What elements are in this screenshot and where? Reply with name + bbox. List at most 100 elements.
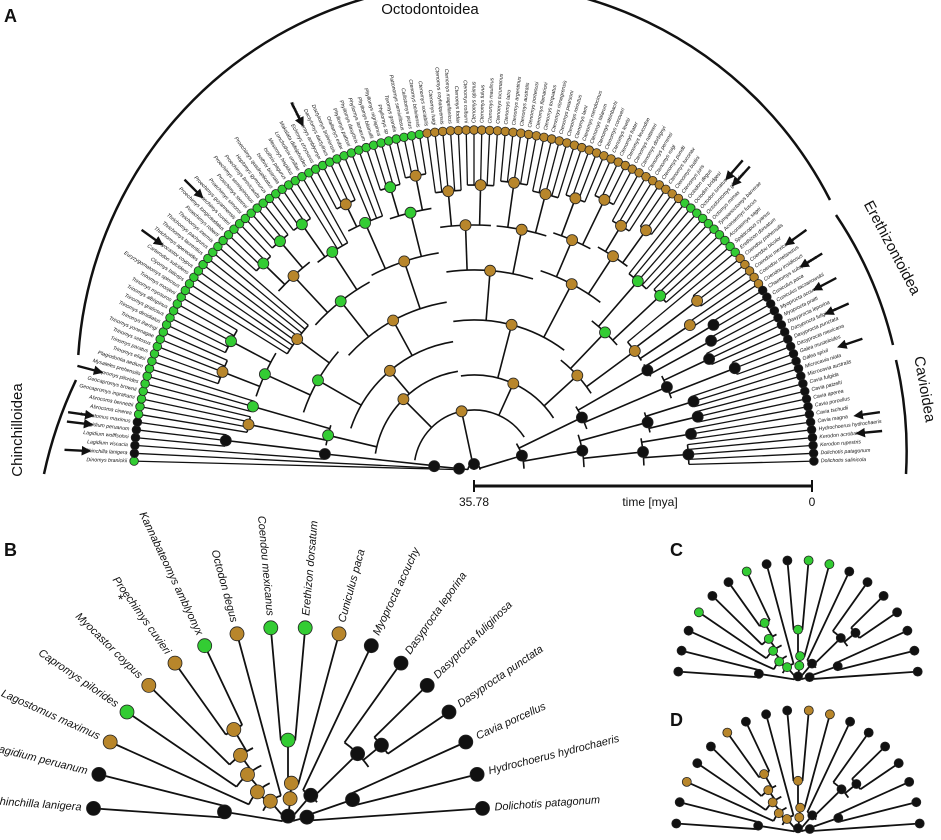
tree-b-tip-label: Proechimys cuvieri — [110, 575, 174, 658]
tree-c-tip-branch — [803, 563, 831, 658]
tree-a-tip-branch — [144, 383, 252, 413]
tree-a-tip-branch — [136, 429, 226, 442]
tree-a-tip-dot — [414, 129, 425, 140]
tree-a-tip-branch — [250, 212, 278, 244]
tree-a-tip-dot — [673, 193, 684, 204]
tree-a-tip-branch — [513, 133, 522, 183]
tree-d-node-dot — [773, 808, 784, 819]
tree-a-tip-dot — [801, 394, 812, 404]
tree-a-tip-branch — [613, 168, 633, 205]
panel-a-label: A — [4, 6, 17, 26]
tree-a-tip-branch — [350, 152, 378, 219]
tree-a-node-dot — [225, 335, 237, 348]
tree-a-tip-dot — [234, 218, 245, 229]
tree-a-tip-branch — [732, 338, 789, 363]
tree-a-tip-branch — [557, 145, 576, 198]
tree-a-node-dot — [515, 223, 528, 236]
tree-b-tip-branch — [387, 711, 450, 755]
tree-a-tip-branch — [322, 165, 344, 207]
tree-a-tip-branch — [700, 270, 750, 307]
tree-a-internal-branch — [497, 324, 513, 379]
tree-b-tip-dot — [419, 678, 435, 693]
tree-a-tip-dot — [661, 184, 671, 195]
tree-c-tip-branch — [711, 595, 763, 646]
tree-a-tip-branch — [661, 240, 726, 299]
tree-b-node-dot — [345, 792, 360, 807]
tree-c-tip-dot — [707, 591, 718, 601]
tree-a-tip-dot — [180, 285, 191, 296]
tree-b-tip-branch — [307, 807, 483, 822]
tree-a-internal-branch — [301, 223, 326, 258]
tree-a-tip-dot — [406, 131, 417, 141]
tree-a-tip-branch — [134, 460, 460, 471]
tree-a-tip-branch — [691, 421, 811, 440]
tree-a-internal-branch — [555, 239, 573, 278]
tree-c-node-dot — [759, 618, 770, 628]
tree-a-node-dot — [691, 294, 703, 307]
tree-b-node-dot — [282, 791, 298, 807]
tree-d-node-dot — [807, 810, 818, 821]
tree-a-internal-branch — [587, 255, 614, 295]
tree-a-internal-branch — [518, 416, 583, 449]
tree-a-tip-branch — [698, 398, 807, 423]
tree-a-tip-branch — [500, 131, 506, 182]
tree-d-tip-dot — [761, 709, 771, 720]
tree-a-tip-branch — [395, 138, 407, 179]
tree-d-node-dot — [767, 797, 778, 808]
tree-a-internal-branch — [409, 212, 423, 257]
tree-a-tip-dot — [246, 208, 256, 218]
cavioidea-arc — [894, 359, 908, 475]
tree-a-tip-dot — [808, 448, 819, 459]
tree-a-internal-branch — [402, 398, 433, 429]
tree-a-node-dot — [383, 364, 396, 377]
tree-c-internal-branch — [758, 672, 795, 681]
tree-a-tip-dot — [492, 126, 503, 136]
tree-a-node-dot — [409, 169, 422, 182]
tree-a-tip-dot — [730, 247, 740, 258]
tree-a-tip-branch — [571, 149, 590, 198]
tree-b-tip-branch — [126, 711, 238, 788]
tree-a-tip-branch — [639, 188, 667, 227]
tree-a-arrow — [855, 427, 883, 438]
tree-a-tip-dot — [184, 279, 195, 289]
tree-a-internal-branch — [569, 331, 606, 370]
tree-a-internal-branch — [292, 275, 329, 314]
tree-a-tip-branch — [239, 223, 272, 257]
tree-a-internal-branch — [248, 423, 328, 442]
tree-c-tip-branch — [850, 595, 885, 629]
tree-a-tip-branch — [645, 193, 673, 231]
erethizontoidea-arc — [834, 214, 895, 346]
tree-a-tip-branch — [134, 452, 435, 469]
tree-a-internal-branch — [586, 350, 636, 388]
tree-a-tip-label: Ctenomys tucumanus — [495, 73, 504, 124]
tree-b-node-dot — [299, 809, 315, 825]
tree-b-tip-label: Coendou mexicanus — [255, 515, 276, 616]
tree-c-tip-dot — [878, 591, 889, 601]
tree-a-tip-branch — [645, 223, 709, 290]
tree-c-tip-dot — [683, 625, 694, 636]
tree-a-node-dot — [599, 326, 611, 339]
tree-a-tip-dot — [469, 125, 479, 135]
tree-a-tip-branch — [687, 429, 812, 446]
tree-a-tip-dot — [516, 128, 526, 138]
tree-a-node-dot — [384, 181, 397, 194]
tree-a-tip-dot — [809, 456, 819, 466]
tree-a-internal-branch — [543, 374, 578, 407]
tree-a-tip-dot — [176, 292, 186, 302]
tree-b-node-dot — [280, 732, 296, 748]
tree-c-tip-branch — [858, 611, 898, 639]
tree-a-tip-label: Lagidium viscacia — [87, 439, 128, 448]
tree-a-tip-branch — [688, 460, 814, 466]
tree-a-tip-branch — [137, 421, 227, 436]
tree-a-tip-dot — [709, 224, 719, 234]
tree-b-tip-dot — [475, 801, 490, 816]
tree-a-node-dot — [398, 255, 411, 268]
tree-a-internal-branch — [639, 324, 691, 360]
tree-d-tip-branch — [710, 745, 763, 797]
tree-a-tip-branch — [449, 130, 456, 191]
tree-d-node-dot — [793, 823, 803, 834]
tree-a-tip-dot — [189, 272, 199, 283]
tree-a-tip-dot — [508, 127, 518, 138]
tree-a-arrow — [290, 102, 304, 127]
tree-b-tip-dot — [197, 638, 213, 654]
